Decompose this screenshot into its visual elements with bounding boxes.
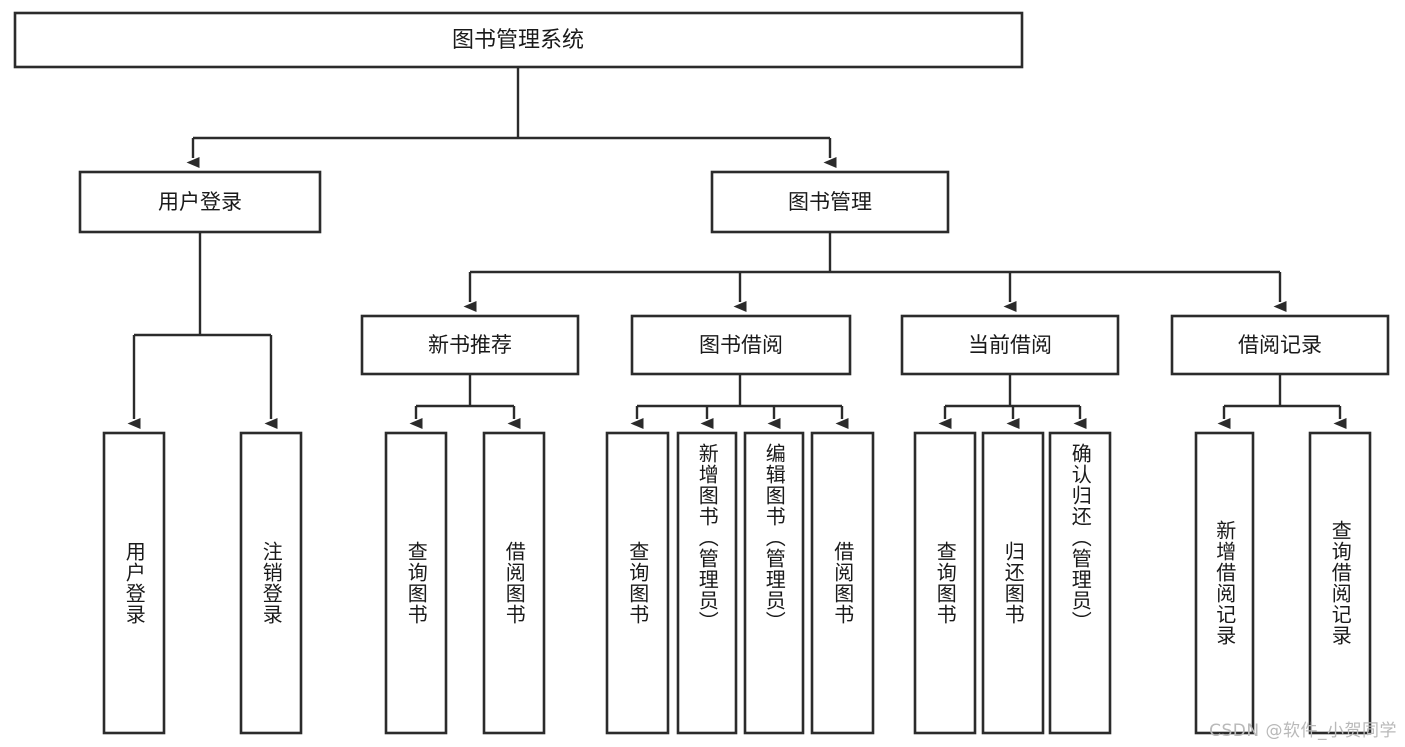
- leaf-borrow-book-bb-box[interactable]: [810, 431, 875, 735]
- node-current-borrow[interactable]: 当前借阅: [900, 314, 1120, 376]
- node-root-system-label: 图书管理系统: [452, 28, 584, 53]
- leaf-return-book-box[interactable]: [981, 431, 1045, 735]
- node-book-management-label: 图书管理: [788, 190, 872, 214]
- node-new-book-recommend-box: [360, 314, 580, 376]
- node-borrow-record[interactable]: 借阅记录: [1170, 314, 1390, 376]
- node-root-system[interactable]: 图书管理系统: [13, 11, 1024, 69]
- node-new-book-recommend[interactable]: 新书推荐: [360, 314, 580, 376]
- node-book-borrow-box: [630, 314, 852, 376]
- leaf-add-book-admin-box[interactable]: [676, 431, 738, 735]
- node-book-borrow-label: 图书借阅: [699, 333, 783, 357]
- node-user-login[interactable]: 用户登录: [78, 170, 322, 234]
- leaf-confirm-return-box[interactable]: [1048, 431, 1112, 735]
- leaf-logout-login-box[interactable]: [239, 431, 303, 735]
- leaf-query-record-box[interactable]: [1308, 431, 1372, 735]
- node-user-login-box: [78, 170, 322, 234]
- leaf-user-login-box[interactable]: [102, 431, 166, 735]
- leaf-add-record-box[interactable]: [1194, 431, 1255, 735]
- node-book-management[interactable]: 图书管理: [710, 170, 950, 234]
- leaf-edit-book-admin-box[interactable]: [743, 431, 805, 735]
- leaf-query-book-nb-box[interactable]: [384, 431, 448, 735]
- leaf-borrow-book-nb-box[interactable]: [482, 431, 546, 735]
- leaf-query-book-cb-box[interactable]: [913, 431, 977, 735]
- node-root-system-box: [13, 11, 1024, 69]
- node-new-book-recommend-label: 新书推荐: [428, 333, 512, 357]
- node-current-borrow-label: 当前借阅: [968, 333, 1052, 357]
- node-borrow-record-box: [1170, 314, 1390, 376]
- node-book-borrow[interactable]: 图书借阅: [630, 314, 852, 376]
- node-current-borrow-box: [900, 314, 1120, 376]
- connector-lines: [127, 67, 1347, 429]
- leaf-query-book-bb-box[interactable]: [605, 431, 670, 735]
- node-borrow-record-label: 借阅记录: [1238, 333, 1322, 357]
- leaf-node-boxes: [102, 431, 1372, 735]
- node-user-login-label: 用户登录: [158, 190, 242, 214]
- node-book-management-box: [710, 170, 950, 234]
